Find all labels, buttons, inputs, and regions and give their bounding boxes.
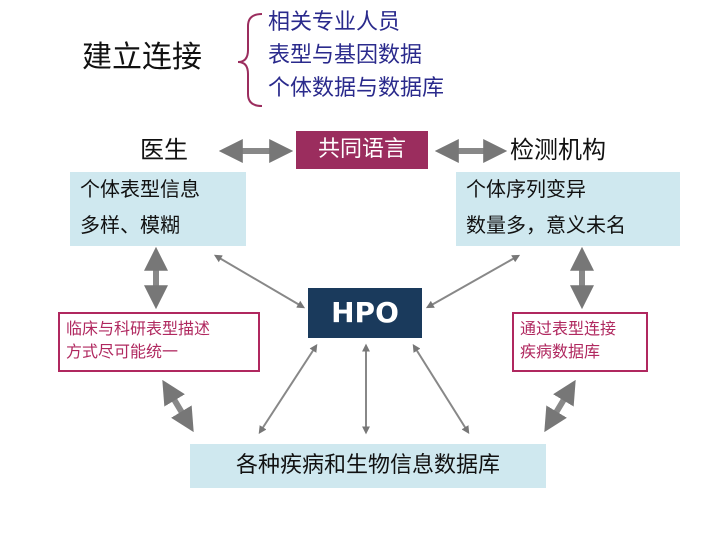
lab-info-box: 个体序列变异 数量多，意义未名 — [456, 172, 680, 246]
left-standardize-box: 临床与科研表型描述 方式尽可能统一 — [58, 312, 260, 372]
database-box: 各种疾病和生物信息数据库 — [190, 444, 546, 488]
page-title: 建立连接 — [82, 40, 202, 75]
arrow-hpo-bottom-right — [412, 343, 470, 435]
doctor-info-box: 个体表型信息 多样、模糊 — [70, 172, 246, 246]
left-box-line: 方式尽可能统一 — [66, 342, 179, 361]
lab-heading: 检测机构 — [510, 136, 606, 164]
right-connect-box: 通过表型连接 疾病数据库 — [512, 312, 648, 372]
brace-shape — [237, 13, 263, 107]
arrow-hpo-bottom-left — [258, 343, 318, 435]
right-box-line: 疾病数据库 — [520, 342, 601, 361]
right-box-line: 通过表型连接 — [520, 319, 617, 338]
brace-item-professionals: 相关专业人员 — [268, 10, 401, 35]
common-language-box: 共同语言 — [296, 131, 428, 169]
arrow-rightbox-bottom — [544, 379, 576, 433]
left-box-line: 临床与科研表型描述 — [66, 319, 211, 338]
doctor-heading: 医生 — [140, 136, 188, 164]
arrow-lab-hpo — [425, 254, 521, 309]
doctor-info-line: 多样、模糊 — [80, 213, 180, 237]
hpo-box: HPO — [308, 288, 422, 338]
lab-info-line: 个体序列变异 — [466, 177, 586, 201]
arrow-doctor-hpo — [213, 254, 306, 309]
brace-item-individual-db: 个体数据与数据库 — [268, 76, 445, 101]
lab-info-line: 数量多，意义未名 — [466, 213, 626, 237]
brace-item-phenotype-gene: 表型与基因数据 — [268, 43, 423, 68]
doctor-info-line: 个体表型信息 — [80, 177, 200, 201]
arrow-leftbox-bottom — [162, 379, 194, 433]
